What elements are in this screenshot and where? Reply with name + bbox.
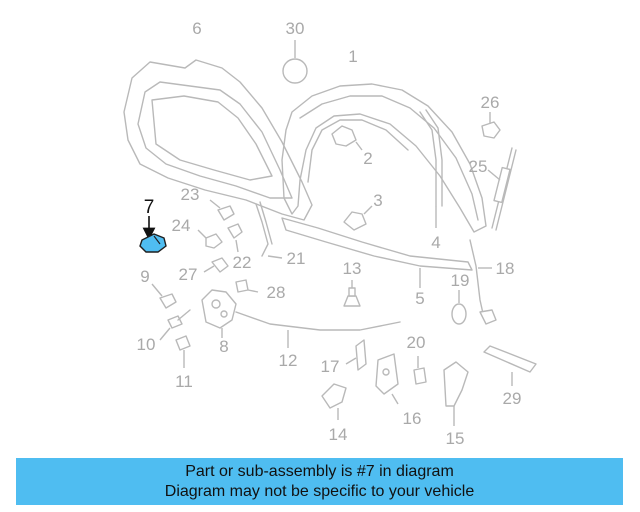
part-30-plug — [282, 40, 308, 84]
part-21-hinge-rod — [255, 201, 283, 259]
callout-8: 8 — [219, 337, 228, 356]
part-16-latch — [375, 353, 399, 405]
callout-16: 16 — [403, 409, 422, 428]
callout-23: 23 — [181, 185, 200, 204]
part-26-clip — [481, 112, 501, 139]
callout-9: 9 — [140, 267, 149, 286]
part-24-nut — [197, 229, 223, 249]
callout-12: 12 — [279, 351, 298, 370]
part-1-hood-panel — [281, 83, 487, 233]
callout-5: 5 — [415, 289, 424, 308]
callout-13: 13 — [343, 259, 362, 278]
part-2-bumper — [331, 125, 363, 151]
part-20-switch — [413, 356, 427, 385]
part-14-bracket — [321, 383, 347, 420]
part-11-clip — [175, 335, 191, 368]
part-29-strip — [483, 345, 537, 386]
callout-3: 3 — [373, 191, 382, 210]
callout-30: 30 — [286, 19, 305, 38]
part-10-bolt — [159, 309, 191, 341]
callout-18: 18 — [496, 259, 515, 278]
callout-10: 10 — [137, 335, 156, 354]
callout-21: 21 — [287, 249, 306, 268]
callout-1: 1 — [348, 47, 357, 66]
banner-line-disclaimer: Diagram may not be specific to your vehi… — [164, 482, 475, 500]
part-4-seal — [419, 109, 443, 228]
callout-28: 28 — [267, 283, 286, 302]
callout-11: 11 — [175, 372, 193, 391]
callout-labels: 6 30 1 26 2 25 23 3 7 24 4 22 21 13 18 9… — [137, 19, 522, 448]
part-5-seal-strip — [281, 217, 473, 288]
callout-17: 17 — [321, 357, 340, 376]
callout-4: 4 — [431, 233, 440, 252]
callout-29: 29 — [503, 389, 522, 408]
info-banner: Part or sub-assembly is #7 in diagram Di… — [16, 458, 623, 505]
part-17-bracket — [345, 339, 367, 371]
part-19-grommet — [451, 290, 467, 325]
callout-19: 19 — [451, 271, 470, 290]
callout-6: 6 — [192, 19, 201, 38]
part-25-lift-support — [487, 147, 517, 231]
callout-24: 24 — [172, 216, 191, 235]
callout-26: 26 — [481, 93, 500, 112]
part-9-bolt — [151, 283, 177, 309]
part-22-bolt — [227, 223, 243, 253]
part-23-bolt — [209, 199, 235, 221]
callout-15: 15 — [446, 429, 465, 448]
parts-diagram: 6 30 1 26 2 25 23 3 7 24 4 22 21 13 18 9… — [123, 19, 537, 448]
callout-22: 22 — [233, 253, 252, 272]
part-13-bumper — [343, 280, 361, 307]
part-28-clip — [235, 279, 259, 293]
part-8-latch — [201, 289, 237, 338]
callout-2: 2 — [363, 149, 372, 168]
part-18-prop-rod — [469, 239, 497, 325]
callout-25: 25 — [469, 157, 488, 176]
banner-line-part-number: Part or sub-assembly is #7 in diagram — [185, 462, 454, 480]
part-27-clip — [203, 257, 229, 273]
part-6-inner-hood-panel — [123, 59, 313, 221]
part-7-highlighted[interactable] — [139, 216, 167, 253]
part-12-cable — [235, 311, 401, 348]
callout-27: 27 — [179, 265, 198, 284]
callout-14: 14 — [329, 425, 348, 444]
callout-20: 20 — [407, 333, 426, 352]
part-15-striker — [443, 361, 469, 426]
part-3-bumper — [343, 205, 373, 231]
callout-7: 7 — [144, 197, 155, 218]
